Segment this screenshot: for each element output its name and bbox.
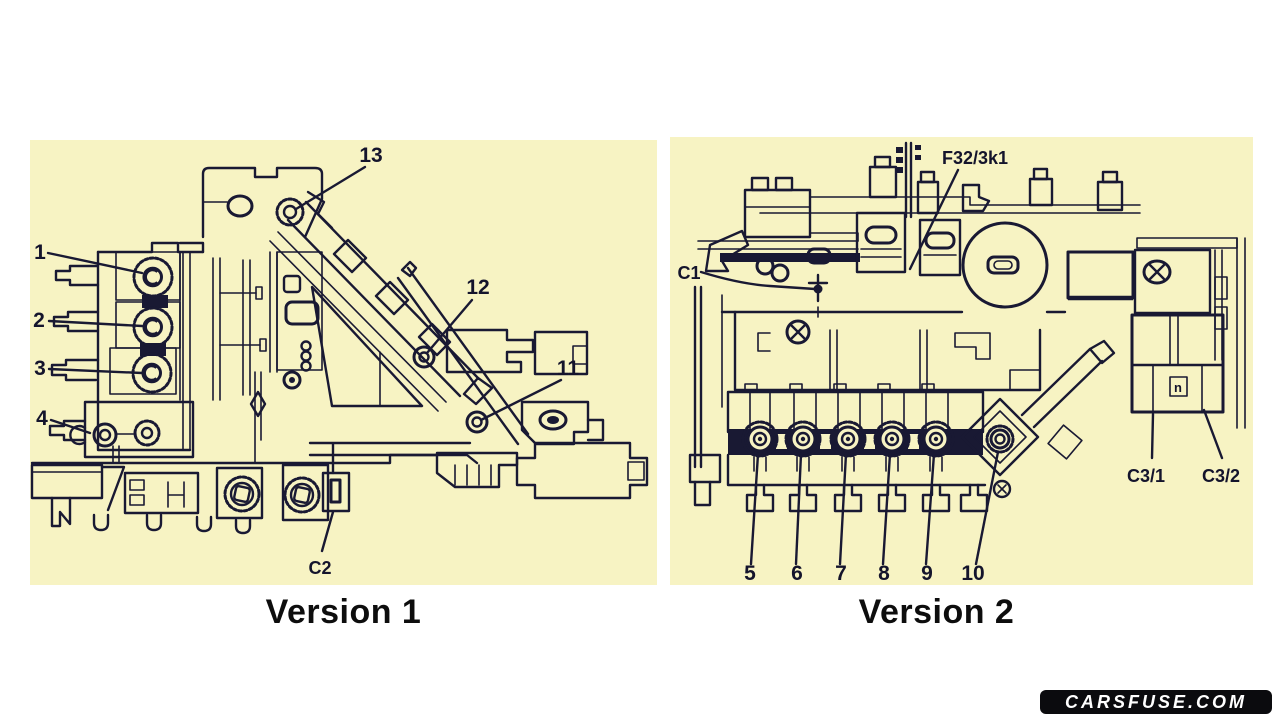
callout-label-7: 7	[835, 562, 847, 585]
callout-8-leader	[881, 452, 892, 566]
hex-bolt-1	[223, 475, 261, 513]
screw-11	[465, 410, 489, 434]
callout-label-11: 11	[557, 357, 580, 380]
callout-label-12: 12	[466, 276, 489, 299]
callout-c1-leader	[699, 270, 817, 291]
callout-label-1: 1	[34, 241, 46, 264]
mount-hole	[226, 194, 254, 218]
top-deck	[759, 141, 1141, 219]
mount-screw-x	[1142, 259, 1172, 285]
callout-c31-leader	[1150, 412, 1155, 460]
caption-version-2: Version 2	[858, 593, 1015, 631]
version-1-line-art: 1 2 3 4 13 12 11 C2	[30, 144, 649, 578]
callout-label-f32-3k1: F32/3k1	[942, 148, 1008, 168]
diagram-version-2-panel: F32/3k1 C1 5 6 7 8 9 10 C3/1 C3/2 n	[670, 137, 1253, 585]
watermark-badge: CARSFUSE.COM	[1040, 690, 1272, 714]
relay-cylinder	[961, 221, 1049, 309]
terminal-screw-6	[784, 420, 822, 458]
terminal-10-bracket	[960, 339, 1116, 499]
callout-label-c3-1: C3/1	[1127, 466, 1165, 486]
pivot-screw-13	[275, 197, 305, 227]
terminal-housing	[48, 241, 323, 452]
callout-6-leader	[794, 452, 803, 566]
connector-n-marking: n	[1174, 380, 1182, 395]
callout-10-leader	[974, 450, 1000, 566]
terminal-screw-5	[741, 420, 779, 458]
callout-label-8: 8	[878, 562, 890, 585]
callout-label-13: 13	[359, 144, 382, 167]
bottom-comb	[726, 453, 989, 513]
callout-label-6: 6	[791, 562, 803, 585]
top-bracket	[201, 166, 334, 239]
callout-label-c3-2: C3/2	[1202, 466, 1240, 486]
center-details	[249, 274, 320, 464]
callout-5-leader	[749, 452, 760, 566]
fuse-f32-blocks	[855, 211, 962, 277]
callout-label-3: 3	[34, 357, 46, 380]
terminal-screw-8	[873, 420, 911, 458]
callout-label-c1: C1	[677, 263, 700, 283]
terminal-screw-7	[829, 420, 867, 458]
terminal-screw-2	[132, 306, 174, 348]
callout-2-leader	[47, 319, 144, 328]
callout-label-9: 9	[921, 562, 933, 585]
callout-12-leader	[425, 298, 474, 355]
callout-9-leader	[924, 452, 936, 566]
callout-label-4: 4	[36, 407, 48, 430]
callout-c2-leader	[320, 510, 335, 553]
version-2-line-art: F32/3k1 C1 5 6 7 8 9 10 C3/1 C3/2 n	[677, 141, 1246, 585]
callout-label-2: 2	[33, 309, 45, 332]
callout-3-leader	[47, 367, 144, 375]
callout-1-leader	[46, 251, 144, 275]
connector-c2	[321, 471, 351, 513]
diagram-version-1-panel: 1 2 3 4 13 12 11 C2	[30, 140, 657, 585]
hex-bolt-2	[283, 476, 321, 514]
terminal-4-assembly	[69, 400, 195, 464]
callout-leaders	[46, 165, 563, 553]
caption-version-1: Version 1	[265, 593, 422, 631]
screw-12	[412, 345, 436, 369]
main-body	[688, 285, 1067, 507]
right-brackets	[445, 328, 605, 446]
callout-label-10: 10	[961, 562, 984, 585]
callout-label-c2: C2	[308, 558, 331, 578]
callout-7-leader	[838, 452, 848, 566]
top-left-assembly	[697, 176, 860, 276]
terminal-screw-1	[132, 256, 174, 298]
callout-c32-leader	[1202, 408, 1224, 460]
body-screw-x	[785, 319, 811, 345]
callout-f32-leader	[908, 168, 960, 271]
watermark-text: CARSFUSE.COM	[1064, 691, 1247, 712]
terminal-screw-10	[985, 424, 1015, 454]
base-assembly	[30, 441, 649, 535]
callout-11-leader	[479, 378, 563, 422]
terminal-screw-9	[917, 420, 955, 458]
callout-label-5: 5	[744, 562, 756, 585]
callout-leaders	[699, 168, 1224, 566]
callout-4-leader	[49, 418, 92, 435]
right-assembly	[1066, 237, 1246, 429]
callout-13-leader	[294, 165, 367, 211]
